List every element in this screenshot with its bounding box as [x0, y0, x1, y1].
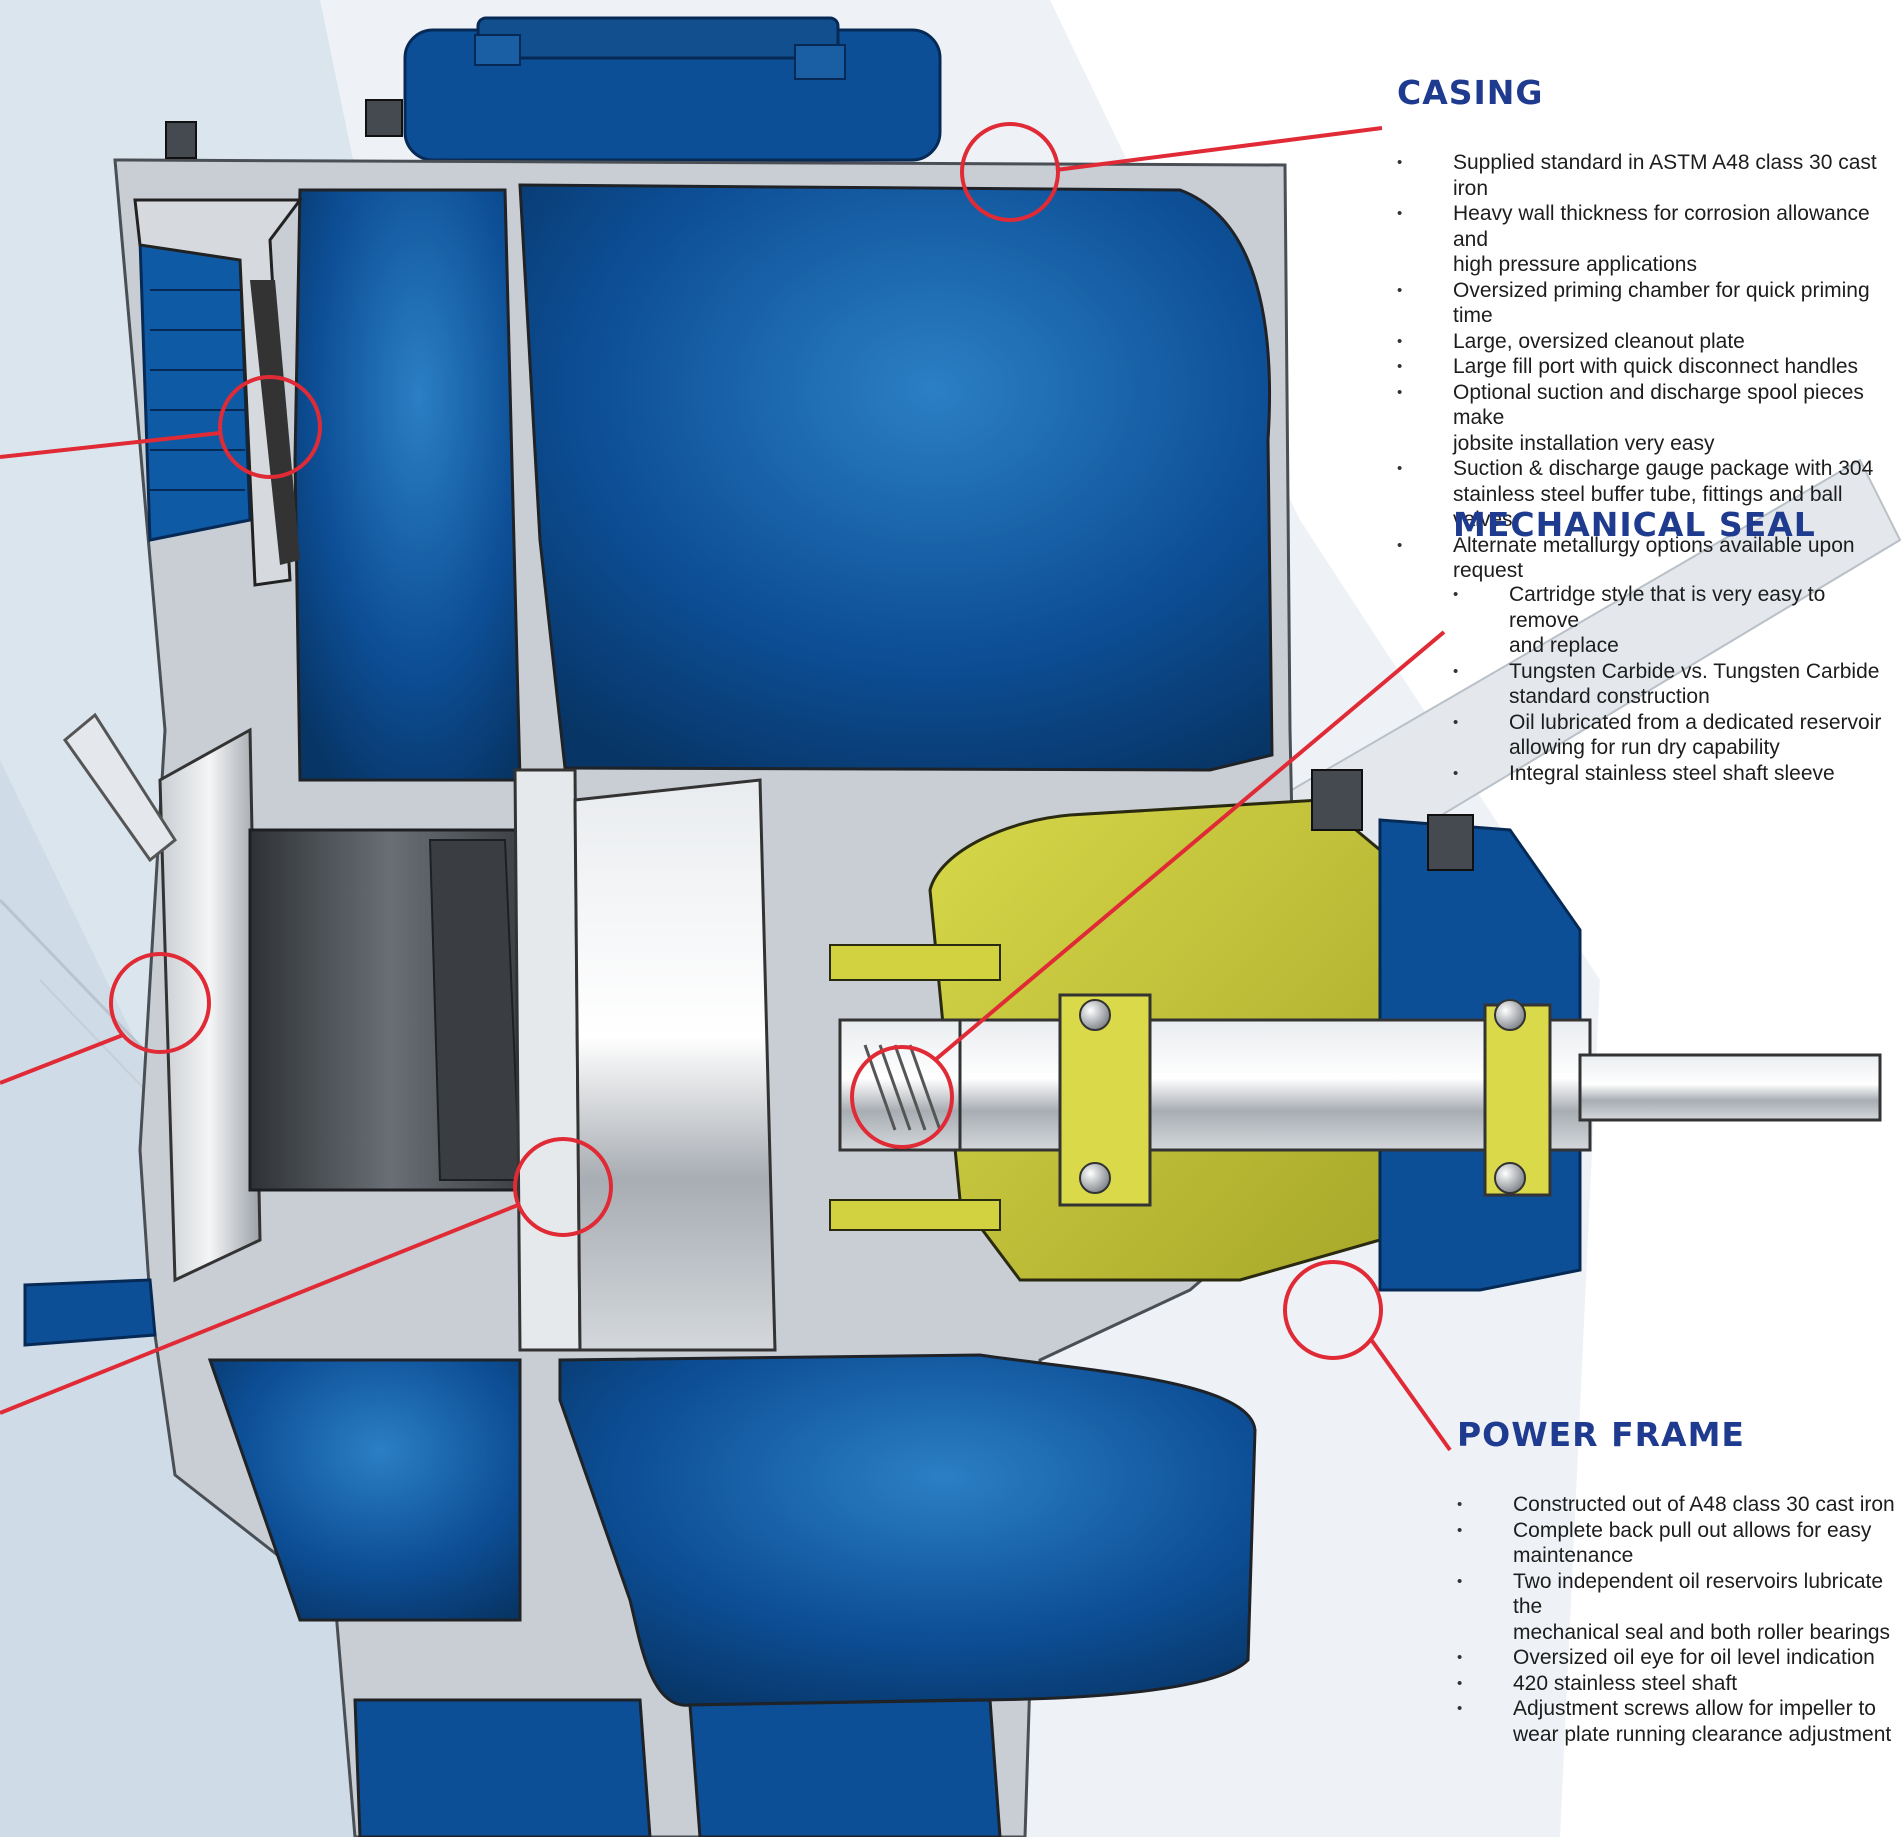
list-item: Supplied standard in ASTM A48 class 30 c…: [1397, 150, 1901, 201]
list-item: Adjustment screws allow for impeller to …: [1457, 1696, 1901, 1747]
callout-circle-impeller: [513, 1137, 613, 1237]
list-item: Large fill port with quick disconnect ha…: [1397, 354, 1901, 380]
power-frame-section: POWER FRAME Constructed out of A48 class…: [1457, 1415, 1901, 1747]
list-item: Oil lubricated from a dedicated reservoi…: [1453, 710, 1901, 761]
list-item: Oversized oil eye for oil level indicati…: [1457, 1645, 1901, 1671]
callout-line-casing: [1055, 126, 1383, 172]
list-item: 420 stainless steel shaft: [1457, 1671, 1901, 1697]
list-item: Alternate metallurgy options available u…: [1397, 533, 1901, 584]
callouts: [0, 122, 1452, 1452]
power-frame-title: POWER FRAME: [1457, 1415, 1745, 1454]
list-item: Heavy wall thickness for corrosion allow…: [1397, 201, 1901, 278]
list-item: Tungsten Carbide vs. Tungsten Carbide st…: [1453, 659, 1901, 710]
casing-feature-list: Supplied standard in ASTM A48 class 30 c…: [1397, 150, 1901, 584]
list-item: Large, oversized cleanout plate: [1397, 329, 1901, 355]
mechanical-seal-feature-list: Cartridge style that is very easy to rem…: [1453, 582, 1901, 786]
callout-circle-wear-plate: [109, 952, 211, 1054]
mechanical-seal-section: MECHANICAL SEAL Cartridge style that is …: [1453, 505, 1901, 786]
callout-line-seal: [933, 630, 1446, 1062]
list-item: Oversized priming chamber for quick prim…: [1397, 278, 1901, 329]
callout-circle-casing: [960, 122, 1060, 222]
callout-line-check-valve: [0, 431, 221, 459]
callout-circle-power-frame: [1283, 1260, 1383, 1360]
list-item: Two independent oil reservoirs lubricate…: [1457, 1569, 1901, 1646]
callout-circle-check-valve: [218, 375, 322, 479]
list-item: Cartridge style that is very easy to rem…: [1453, 582, 1901, 659]
callout-line-power-frame: [1368, 1336, 1452, 1452]
list-item: Complete back pull out allows for easy m…: [1457, 1518, 1901, 1569]
list-item: Optional suction and discharge spool pie…: [1397, 380, 1901, 457]
power-frame-feature-list: Constructed out of A48 class 30 cast iro…: [1457, 1492, 1901, 1747]
callout-line-wear-plate: [0, 1033, 124, 1085]
list-item: Integral stainless steel shaft sleeve: [1453, 761, 1901, 787]
casing-section: CASING Supplied standard in ASTM A48 cla…: [1397, 73, 1901, 584]
list-item: Constructed out of A48 class 30 cast iro…: [1457, 1492, 1901, 1518]
callout-circle-seal: [850, 1045, 954, 1149]
casing-title: CASING: [1397, 73, 1544, 112]
list-item: Suction & discharge gauge package with 3…: [1397, 456, 1901, 533]
mechanical-seal-title: MECHANICAL SEAL: [1453, 505, 1816, 544]
callout-line-impeller: [0, 1203, 519, 1415]
pump-casing: [23, 16, 1882, 1837]
